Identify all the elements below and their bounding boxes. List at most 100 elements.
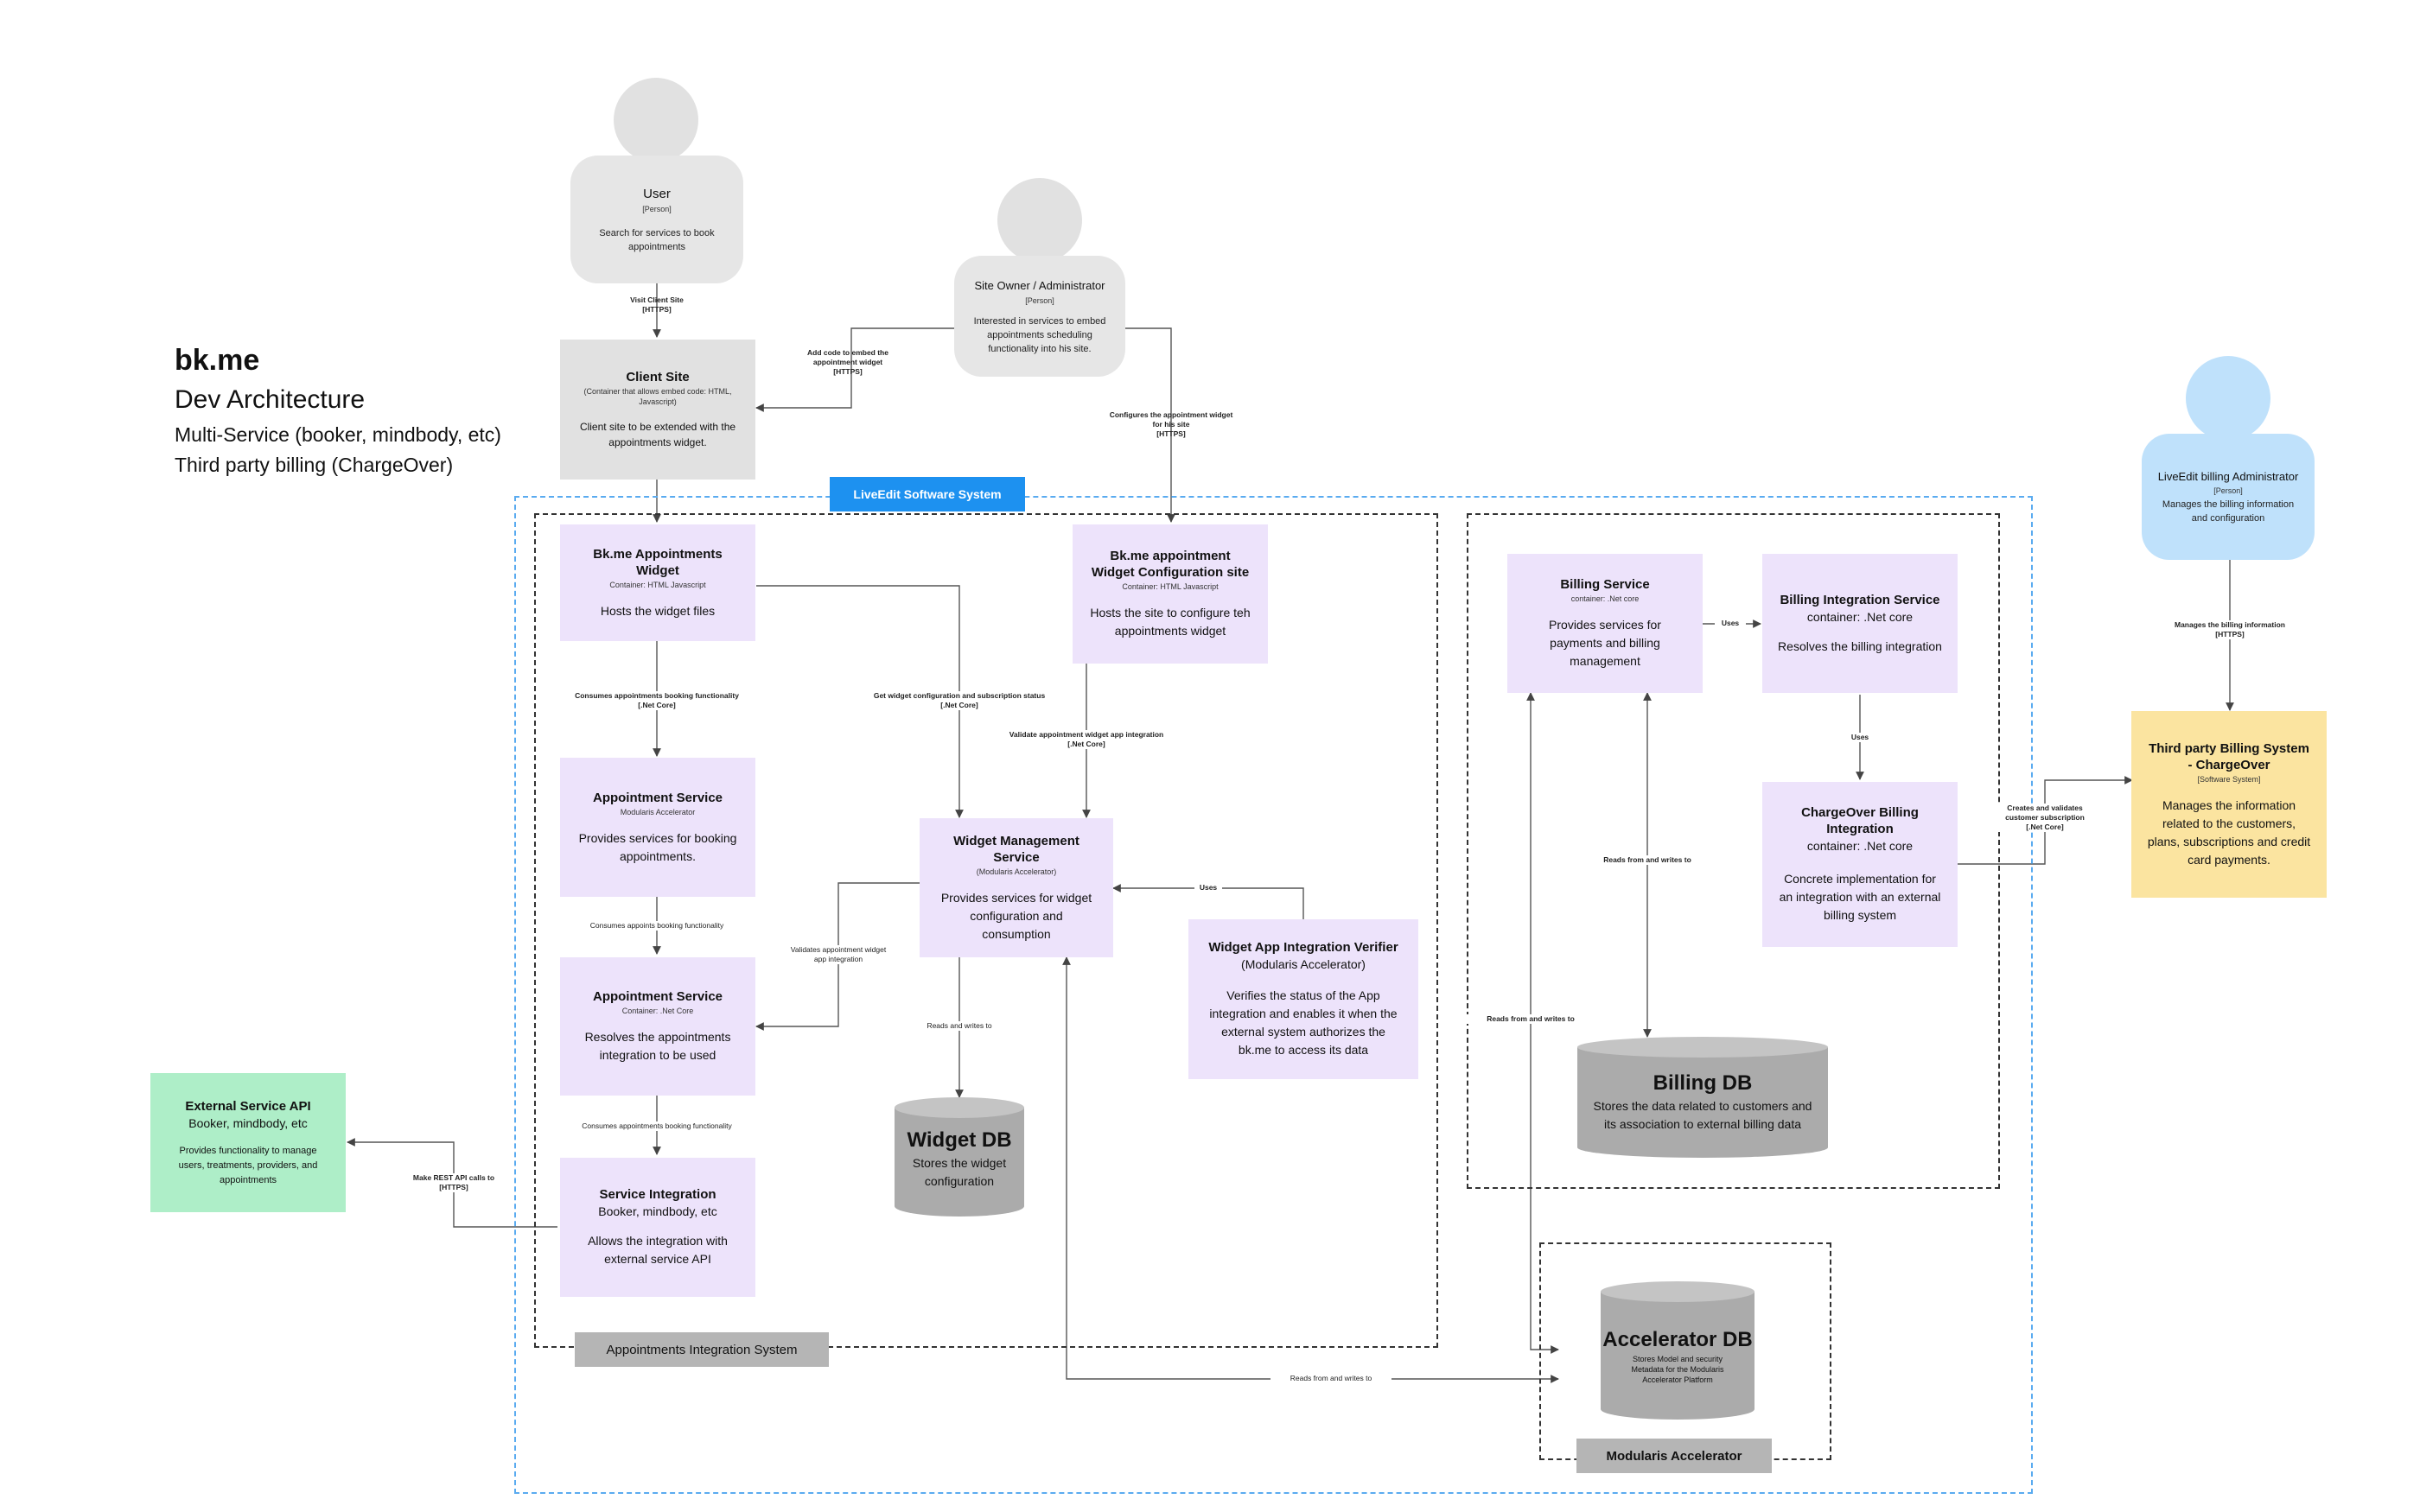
edge-uses-verifier [1112, 884, 1304, 919]
edge-billing-accel [1526, 692, 1559, 1354]
widget-db-name: Widget DB [907, 1128, 1012, 1152]
user-type: [Person] [642, 204, 672, 213]
config-site-name: Bk.me appointment Widget Configuration s… [1091, 549, 1250, 580]
service-integration-tech: Booker, mindbody, etc [598, 1204, 717, 1218]
widget-db: Widget DB Stores the widget configuratio… [895, 1097, 1024, 1217]
billing-db-name: Billing DB [1653, 1071, 1753, 1095]
modularis-label: Modularis Accelerator [1576, 1439, 1772, 1473]
billing-db: Billing DB Stores the data related to cu… [1577, 1037, 1828, 1158]
billing-admin-desc: Manages the billing information and conf… [2162, 499, 2295, 524]
widget-mgmt-name: Widget Management Service [953, 833, 1079, 865]
liveedit-system-label: LiveEdit Software System [830, 477, 1025, 511]
client-site-container: Client Site (Container that allows embed… [560, 340, 755, 480]
billing-integration-service: Billing Integration Service container: .… [1762, 554, 1958, 693]
config-site-tech: Container: HTML Javascript [1122, 582, 1219, 591]
chargeover-integration-desc: Concrete implementation for an integrati… [1779, 872, 1941, 922]
widget-desc: Hosts the widget files [600, 603, 716, 618]
site-owner-person: Site Owner / Administrator [Person] Inte… [954, 178, 1125, 377]
diagram-description-2: Third party billing (ChargeOver) [175, 454, 454, 476]
user-person: User [Person] Search for services to boo… [570, 78, 743, 283]
billing-service-name: Billing Service [1560, 577, 1650, 592]
config-site-container: Bk.me appointment Widget Configuration s… [1073, 524, 1268, 664]
verifier-tech: (Modularis Accelerator) [1241, 957, 1366, 971]
verifier-name: Widget App Integration Verifier [1208, 940, 1398, 955]
widget-mgmt-tech: (Modularis Accelerator) [976, 867, 1057, 876]
external-api-name: External Service API [185, 1098, 311, 1114]
widget-name: Bk.me Appointments Widget [593, 546, 723, 578]
diagram-title: bk.me [175, 344, 260, 377]
liveedit-system-boundary [514, 496, 2033, 1494]
billing-admin-name: LiveEdit billing Administrator [2157, 469, 2299, 483]
billing-service-tech: container: .Net core [1570, 594, 1640, 603]
edge-label-uses-chargeover: Uses [1844, 733, 1876, 742]
service-integration-container: Service Integration Booker, mindbody, et… [560, 1158, 755, 1297]
user-name: User [643, 186, 671, 201]
billing-integration-tech: container: .Net core [1806, 609, 1914, 624]
client-site-desc: Client site to be extended with the appo… [579, 421, 736, 448]
appointment-service-2: Appointment Service Container: .Net Core… [560, 957, 755, 1096]
accelerator-db-name: Accelerator DB [1602, 1328, 1753, 1351]
owner-type: [Person] [1025, 295, 1054, 305]
edge-label-get-config: Get widget configuration and subscriptio… [856, 691, 1063, 710]
owner-head-icon [997, 178, 1082, 263]
third-party-tech: [Software System] [2197, 774, 2261, 784]
widget-mgmt-desc: Provides services for widget configurati… [940, 890, 1092, 941]
external-api-tech: Booker, mindbody, etc [188, 1115, 308, 1130]
client-site-name: Client Site [626, 370, 690, 384]
billing-admin-person: LiveEdit billing Administrator [Person] … [2142, 356, 2315, 560]
app-integration-verifier: Widget App Integration Verifier (Modular… [1188, 919, 1418, 1079]
third-party-desc: Manages the information related to the c… [2147, 797, 2311, 867]
appointments-widget-container: Bk.me Appointments Widget Container: HTM… [560, 524, 755, 641]
chargeover-integration-tech: container: .Net core [1806, 839, 1914, 853]
owner-desc: Interested in services to embed appointm… [973, 315, 1106, 354]
external-service-api: External Service API Booker, mindbody, e… [150, 1073, 346, 1212]
service-integration-name: Service Integration [599, 1187, 716, 1202]
config-site-desc: Hosts the site to configure teh appointm… [1090, 606, 1251, 638]
edge-label-validate: Validate appointment widget app integrat… [983, 730, 1190, 749]
edge-configures [1124, 327, 1175, 523]
edge-label-billing-accel: Reads from and writes to [1465, 1014, 1596, 1024]
edge-label-consumes3: Consumes appointments booking functional… [562, 1121, 752, 1131]
edge-label-visit: Visit Client Site[HTTPS] [630, 295, 684, 314]
appt1-name: Appointment Service [592, 790, 723, 805]
edge-embed [755, 327, 955, 412]
appt2-name: Appointment Service [592, 989, 723, 1004]
edge-label-widget-db: Reads and writes to [908, 1021, 1011, 1031]
appt2-tech: Container: .Net Core [621, 1007, 694, 1015]
edge-label-uses-verifier: Uses [1194, 883, 1222, 893]
edge-label-manages-billing: Manages the billing information[HTTPS] [2161, 620, 2299, 639]
billing-service-container: Billing Service container: .Net core Pro… [1507, 554, 1703, 693]
edge-label-consumes1: Consumes appointments booking functional… [553, 691, 761, 710]
client-site-tech: (Container that allows embed code: HTML,… [583, 387, 732, 406]
user-desc: Search for services to book appointments [599, 227, 715, 252]
billing-integration-desc: Resolves the billing integration [1778, 638, 1942, 653]
billing-admin-head-icon [2186, 356, 2270, 441]
accelerator-db-desc: Stores Model and security Metadata for t… [1631, 1355, 1724, 1384]
appt2-desc: Resolves the appointments integration to… [584, 1030, 731, 1062]
appt1-desc: Provides services for booking appointmen… [578, 830, 737, 863]
user-head-icon [614, 78, 698, 162]
billing-boundary [1467, 513, 2000, 1189]
appointments-system-label: Appointments Integration System [575, 1332, 829, 1367]
edge-label-uses-billing: Uses [1715, 619, 1746, 628]
edge-get-config [756, 585, 964, 818]
edge-label-consumes2: Consumes appoints booking functionality [562, 921, 752, 931]
external-api-desc: Provides functionality to manage users, … [178, 1145, 318, 1185]
verifier-desc: Verifies the status of the App integrati… [1209, 988, 1398, 1057]
service-integration-desc: Allows the integration with external ser… [588, 1234, 728, 1266]
appointments-system-boundary [534, 513, 1438, 1348]
widget-management-service: Widget Management Service (Modularis Acc… [920, 818, 1113, 957]
diagram-subtitle: Dev Architecture [175, 385, 366, 414]
appt1-tech: Modularis Accelerator [620, 807, 696, 816]
billing-integration-name: Billing Integration Service [1780, 592, 1940, 607]
billing-service-desc: Provides services for payments and billi… [1549, 618, 1661, 668]
diagram-description-1: Multi-Service (booker, mindbody, etc) [175, 423, 501, 446]
edge-label-accel-rw: Reads from and writes to [1270, 1374, 1392, 1383]
edge-label-billing-db: Reads from and writes to [1582, 855, 1713, 865]
edge-accel-rw [1062, 956, 1559, 1383]
widget-tech: Container: HTML Javascript [609, 580, 706, 589]
